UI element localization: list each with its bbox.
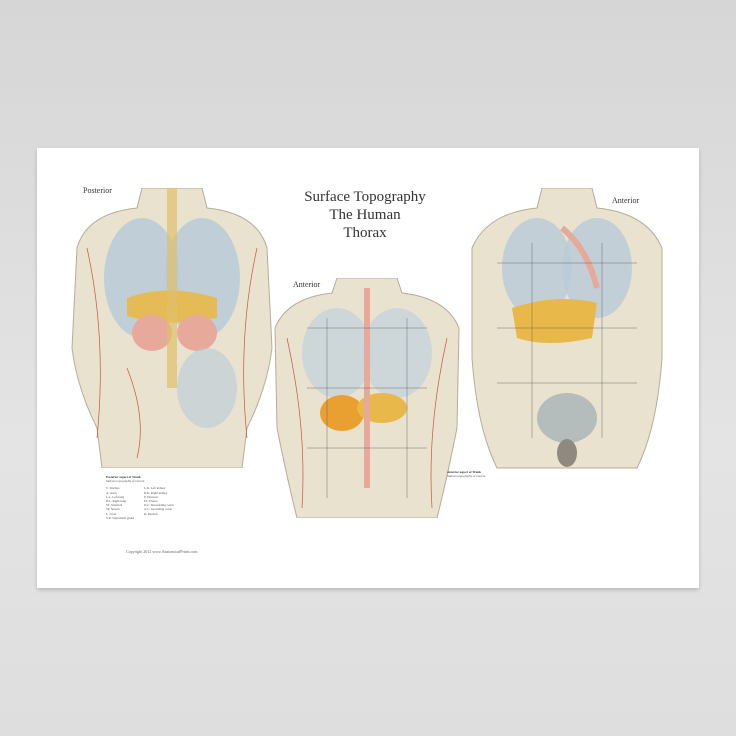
legend-item: SP. Spleen [106, 507, 120, 512]
legend-item: PL. Pleura [143, 499, 158, 504]
legend-item: A. Aorta [106, 490, 117, 495]
legend-heading: Posterior aspect of Trunk [106, 475, 141, 479]
legend-subheading: Surface topography of viscera [106, 479, 145, 484]
legend-item: A.C. Ascending colon [143, 507, 173, 512]
legend-item: L.L. Left lung [106, 494, 125, 499]
legend-item: ST. Stomach [106, 503, 123, 508]
label-posterior: Posterior [83, 186, 112, 195]
posterior-legend: Posterior aspect of Trunk Surface topogr… [106, 475, 174, 520]
posterior-torso-illustration [71, 188, 273, 468]
legend-item: L. Liver [106, 511, 117, 516]
legend-item: T. Trachea [106, 486, 120, 491]
legend-item: L.K. Left kidney [143, 486, 166, 491]
label-anterior-right: Anterior [612, 196, 640, 205]
copyright-text: Copyright 2012 www.AnatomicalPrints.com [126, 549, 198, 554]
legend-item: P. Pancreas [143, 494, 159, 499]
legend-item: D.C. Descending colon [143, 503, 174, 508]
anterior-legend: Anterior aspect of Trunk Surface topogra… [447, 470, 485, 478]
anterior-torso-illustration [274, 278, 460, 518]
legend-item: R. Rectum [143, 511, 158, 516]
legend-heading: Anterior aspect of Trunk [447, 470, 481, 474]
poster-title: Surface Topography The Human Thorax [277, 188, 453, 242]
label-anterior-center: Anterior [293, 280, 321, 289]
legend-item: S.R. Suprarenal gland [106, 515, 134, 520]
title-line: Thorax [343, 225, 387, 241]
anterior-full-torso-illustration [471, 188, 663, 469]
legend-item: R.K. Right kidney [143, 490, 168, 495]
anatomy-poster: Surface Topography The Human Thorax Post… [37, 148, 699, 588]
legend-subheading: Surface topography of viscera [447, 474, 486, 479]
legend-item: R.L. Right lung [106, 499, 127, 504]
title-line: The Human [329, 207, 401, 223]
title-line: Surface Topography [304, 189, 426, 205]
